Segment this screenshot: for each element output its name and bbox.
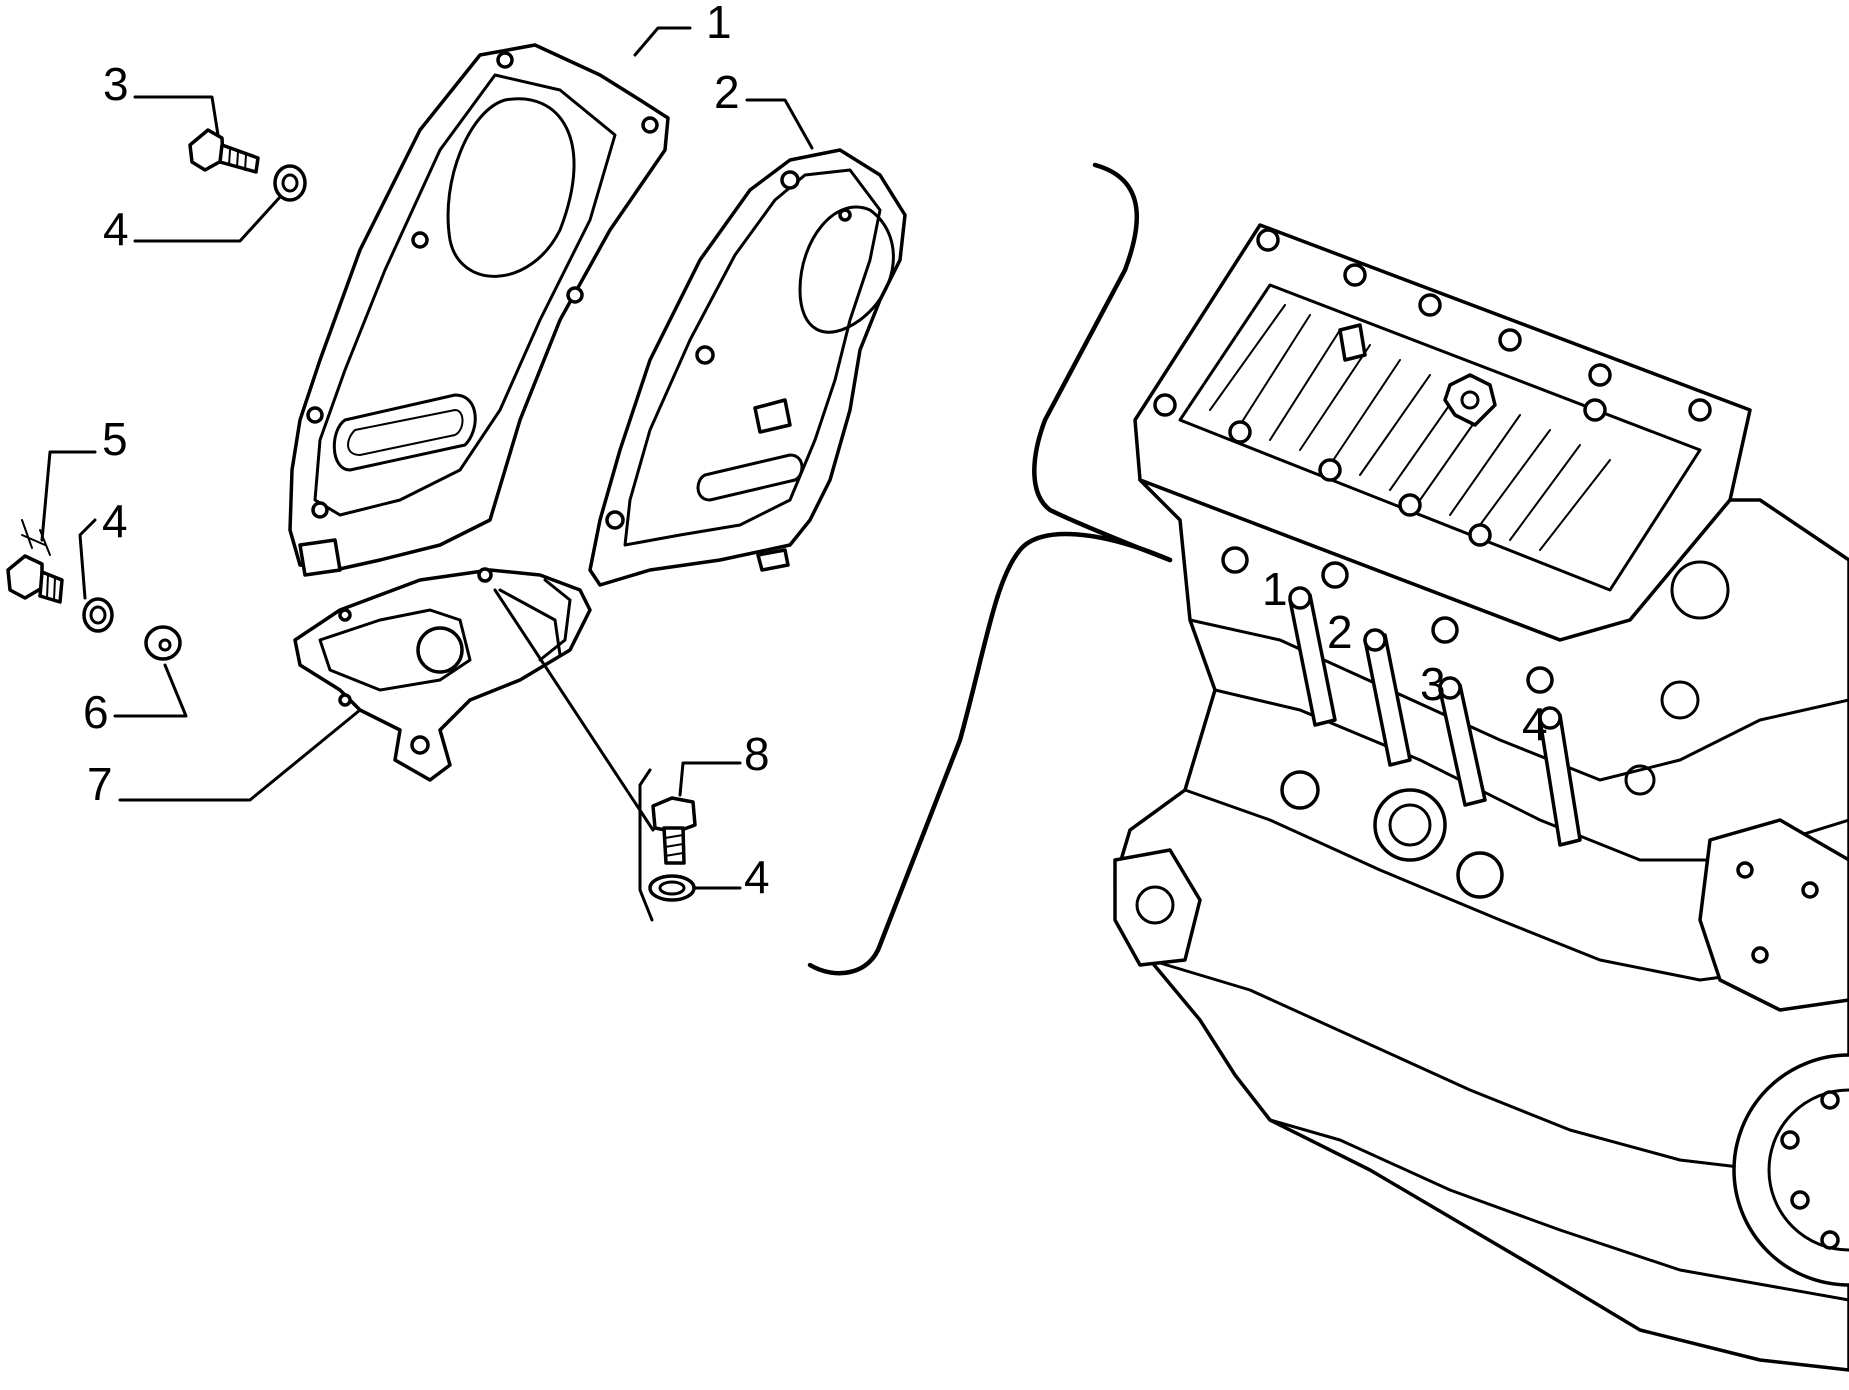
- assembly-guide-lines: [21, 519, 655, 922]
- callout-4-top: 4: [103, 203, 129, 255]
- part-6-washer[interactable]: [144, 625, 182, 661]
- part-8-screw[interactable]: [651, 796, 697, 865]
- callout-7: 7: [87, 758, 113, 810]
- part-1-inner-timing-cover[interactable]: [288, 43, 670, 577]
- engine-cylinder-mark-1: 1: [1262, 563, 1288, 615]
- callout-2: 2: [714, 66, 740, 118]
- callout-1: 1: [706, 0, 732, 48]
- part-2-outer-timing-cover[interactable]: [588, 148, 907, 587]
- part-3-screw[interactable]: [188, 128, 260, 174]
- part-4-washer-middle[interactable]: [82, 597, 114, 633]
- part-4-washer-top[interactable]: [273, 164, 307, 202]
- engine-cylinder-mark-3: 3: [1420, 658, 1446, 710]
- engine-cylinder-mark-2: 2: [1327, 606, 1353, 658]
- part-5-screw[interactable]: [6, 554, 64, 604]
- callout-8: 8: [744, 728, 770, 780]
- callout-6: 6: [83, 686, 109, 738]
- engine-block: 1 2 3 4: [807, 162, 1849, 1372]
- callouts: 1 2 3 4 5 4 6 7 8 4: [83, 0, 770, 903]
- callout-3: 3: [103, 58, 129, 110]
- leader-lines: [40, 26, 814, 890]
- part-7-bracket[interactable]: [293, 567, 592, 782]
- callout-5: 5: [102, 413, 128, 465]
- engine-cylinder-mark-4: 4: [1522, 698, 1548, 750]
- part-4-washer-bottom[interactable]: [648, 874, 696, 902]
- callout-4-bottom: 4: [744, 851, 770, 903]
- callout-4-middle: 4: [102, 495, 128, 547]
